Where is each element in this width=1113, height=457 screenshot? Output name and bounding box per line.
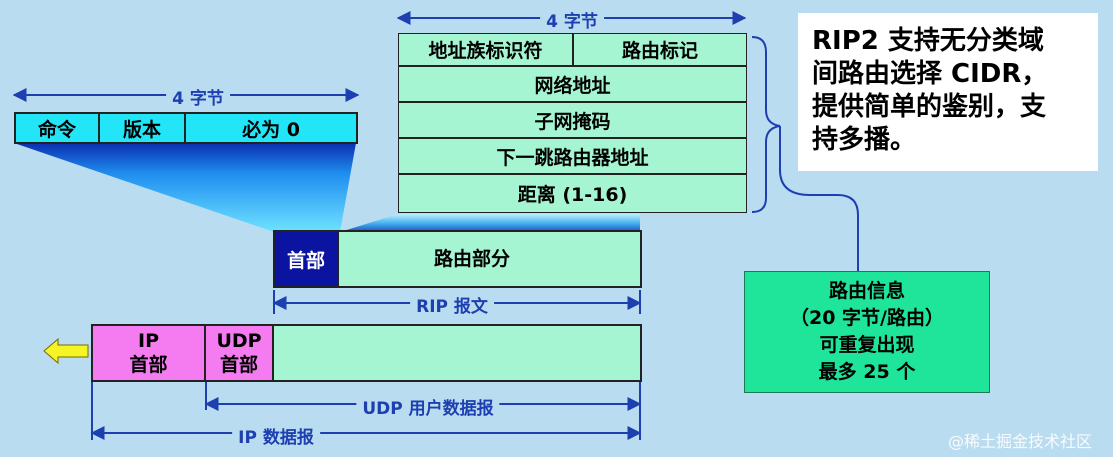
bracket-connector bbox=[779, 126, 859, 272]
ip-header-line2: 首部 bbox=[129, 354, 168, 376]
route-portion: 路由部分 bbox=[434, 248, 511, 270]
watermark: @稀土掘金技术社区 bbox=[948, 432, 1093, 451]
note-line1: RIP2 支持无分类域 bbox=[812, 26, 1044, 56]
next-hop-field: 下一跳路由器地址 bbox=[399, 139, 746, 175]
rip-message-label: RIP 报文 bbox=[410, 292, 494, 317]
must-be-zero-field: 必为 0 bbox=[242, 118, 300, 141]
version-field: 版本 bbox=[100, 114, 186, 142]
route-info-line1: 路由信息 bbox=[828, 280, 905, 302]
route-funnel bbox=[340, 214, 640, 232]
subnet-mask-field: 子网掩码 bbox=[399, 103, 746, 139]
address-family-field: 地址族标识符 bbox=[399, 34, 574, 67]
udp-header: UDP 首部 bbox=[206, 326, 274, 380]
route-info-line4: 最多 25 个 bbox=[818, 361, 916, 383]
distance-field: 距离 (1-16) bbox=[399, 175, 746, 212]
note-line4: 持多播。 bbox=[812, 125, 917, 155]
route-entry-bracket bbox=[751, 36, 781, 213]
ip-header-line1: IP bbox=[138, 330, 159, 352]
route-info-line3: 可重复出现 bbox=[819, 334, 915, 356]
udp-header-line1: UDP bbox=[216, 330, 262, 352]
route-tag-field: 路由标记 bbox=[574, 34, 746, 67]
header-fields-row bbox=[14, 112, 358, 144]
left-arrow-icon bbox=[43, 337, 89, 365]
note-line2: 间路由选择 CIDR， bbox=[812, 59, 1048, 89]
note-line3: 提供简单的鉴别，支 bbox=[812, 92, 1047, 122]
ip-datagram-label: IP 数据报 bbox=[232, 423, 320, 448]
ip-header: IP 首部 bbox=[93, 326, 206, 380]
header-funnel bbox=[14, 143, 356, 232]
rip-header: 首部 bbox=[275, 232, 339, 286]
rip2-note-box: RIP2 支持无分类域 间路由选择 CIDR， 提供简单的鉴别，支 持多播。 bbox=[798, 13, 1098, 171]
udp-header-line2: 首部 bbox=[219, 354, 258, 376]
header-fields-width-label: 4 字节 bbox=[166, 84, 230, 109]
network-address-field: 网络地址 bbox=[399, 67, 746, 103]
command-field: 命令 bbox=[16, 114, 100, 142]
route-info-line2: （20 字节/路由） bbox=[790, 307, 944, 329]
route-entry-width-label: 4 字节 bbox=[540, 7, 604, 32]
route-info-box: 路由信息 （20 字节/路由） 可重复出现 最多 25 个 bbox=[744, 271, 990, 393]
udp-datagram-label: UDP 用户数据报 bbox=[356, 394, 500, 419]
